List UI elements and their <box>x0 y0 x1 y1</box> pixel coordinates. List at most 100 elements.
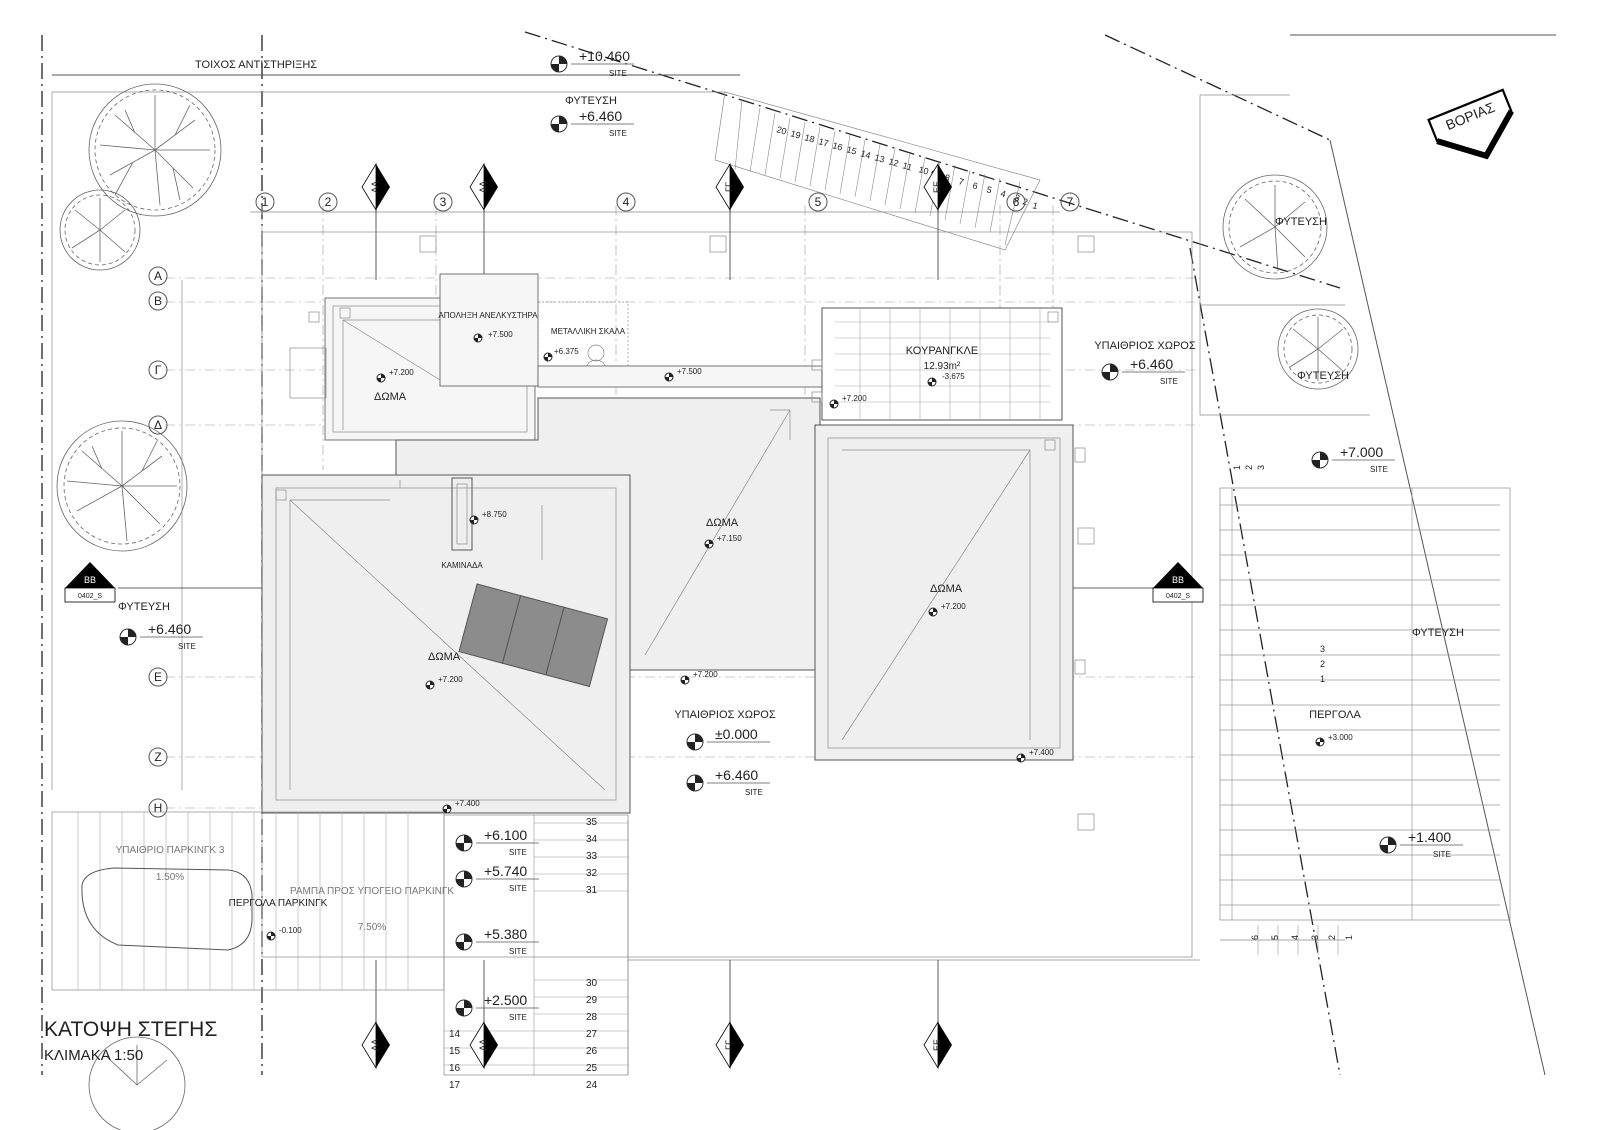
grid-label: 7 <box>1067 195 1074 209</box>
spot-levels: +7.500 +6.375 +7.200 +7.500 +7.200 -3.67… <box>266 330 1353 941</box>
boundary-diagonal-line <box>1189 247 1341 1076</box>
stair-number: 15 <box>449 1046 461 1057</box>
roof-label: ΔΩΜΑ <box>428 651 461 663</box>
ramp-slope-label: 7.50% <box>358 922 386 933</box>
stair-number: 12 <box>887 156 899 168</box>
stair-number: 16 <box>831 140 843 152</box>
level-marker: +6.460 SITE <box>686 767 770 797</box>
svg-text:SITE: SITE <box>1433 850 1451 859</box>
stair-number: 8 <box>943 172 951 183</box>
svg-text:+8.750: +8.750 <box>482 510 507 519</box>
area-labels: ΤΟΙΧΟΣ ΑΝΤΙΣΤΗΡΙΞΗΣ ΦΥΤΕΥΣΗ ΦΥΤΕΥΣΗ ΦΥΤΕ… <box>116 59 1464 933</box>
section-marker-bb-left: BB 0402_S <box>64 562 116 603</box>
grid-label: Α <box>154 269 162 283</box>
outdoor-label: ΥΠΑΙΘΡΙΟΣ ΧΩΡΟΣ <box>1094 340 1195 352</box>
car-outline <box>81 867 253 951</box>
north-arrow: ΒΟΡΙΑΣ <box>1427 88 1514 160</box>
stair-number: 2 <box>1244 465 1254 470</box>
svg-text:+6.460: +6.460 <box>715 767 758 783</box>
outdoor-label: ΥΠΑΙΘΡΙΟΣ ΧΩΡΟΣ <box>674 709 775 721</box>
svg-text:SITE: SITE <box>509 947 527 956</box>
stair-number: 27 <box>586 1029 598 1040</box>
level-marker: +6.460 SITE <box>550 108 634 138</box>
section-marker-gg-top: ΓΓ <box>715 162 744 212</box>
drawing-title: ΚΑΤΟΨΗ ΣΤΕΓΗΣ <box>44 1018 217 1041</box>
section-ref: 0402_S <box>78 593 102 600</box>
section-marker-bb-right: BB 0402_S <box>1152 562 1204 603</box>
stair-number: 17 <box>449 1080 461 1091</box>
svg-text:SITE: SITE <box>609 129 627 138</box>
lift-overrun <box>439 273 629 387</box>
svg-text:SITE: SITE <box>1370 465 1388 474</box>
svg-text:-0.100: -0.100 <box>279 926 302 935</box>
solar-panel <box>545 606 609 688</box>
parking-slope-label: 1.50% <box>156 872 184 883</box>
grid-bubble-7: 7 <box>1060 192 1080 212</box>
drawing-scale: ΚΛΙΜΑΚΑ 1:50 <box>44 1047 143 1064</box>
grid-label: Β <box>154 294 162 308</box>
stair-number: 4 <box>1290 935 1300 940</box>
grid-bubble-6: 6 <box>1006 192 1026 212</box>
spot-level: +7.500 <box>664 367 702 382</box>
svg-text:+7.500: +7.500 <box>677 367 702 376</box>
section-label: BB <box>84 575 96 585</box>
svg-text:+6.100: +6.100 <box>484 827 527 843</box>
svg-text:+1.400: +1.400 <box>1408 829 1451 845</box>
stair-number: 3 <box>1320 644 1325 654</box>
stair-number: 33 <box>586 851 598 862</box>
spot-level: -0.100 <box>266 926 302 941</box>
stair-number: 30 <box>586 978 598 989</box>
stair-number: 3 <box>1256 465 1266 470</box>
spot-level: +7.400 <box>1016 748 1054 763</box>
tree-icon <box>1222 174 1328 280</box>
section-ref: 0402_S <box>1166 593 1190 600</box>
stair-number: 1 <box>1232 465 1242 470</box>
tree-icon <box>59 189 141 271</box>
stair-number: 15 <box>845 144 857 156</box>
section-label: EE <box>932 1039 942 1051</box>
stair-number: 4 <box>999 188 1007 199</box>
boundary-top-line <box>524 31 1341 289</box>
stair-number: 2 <box>1320 659 1325 669</box>
svg-text:SITE: SITE <box>509 848 527 857</box>
section-marker-aa-top: AA <box>361 162 390 212</box>
stair-number: 5 <box>985 184 993 195</box>
stair-number: 35 <box>586 817 598 828</box>
planting-label: ΦΥΤΕΥΣΗ <box>1275 216 1327 228</box>
section-label: ΔΔ <box>478 181 488 193</box>
svg-text:+5.740: +5.740 <box>484 863 527 879</box>
stair-number: 5 <box>1270 935 1280 940</box>
parking-pergola <box>51 811 445 991</box>
svg-text:+5.380: +5.380 <box>484 926 527 942</box>
ramp-stair-numbers: 35 34 33 32 31 30 29 28 27 26 25 24 14 1… <box>449 817 598 1091</box>
section-label: ΓΓ <box>724 182 734 192</box>
grid-label: 4 <box>623 195 630 209</box>
grid-bubble-H: Η <box>148 798 168 818</box>
stair-number: 11 <box>901 160 913 172</box>
section-marker-ee-bottom: EE <box>923 1020 952 1070</box>
stair-number: 3 <box>1013 192 1021 203</box>
svg-text:SITE: SITE <box>609 69 627 78</box>
tree-icon <box>1277 308 1359 390</box>
boundary-right-line <box>1329 139 1546 1076</box>
planting-label: ΦΥΤΕΥΣΗ <box>565 95 617 107</box>
spot-level: +8.750 <box>469 510 507 525</box>
stair-number: 1 <box>1031 200 1039 211</box>
spot-level: +3.000 <box>1315 733 1353 747</box>
pergola-parking-label: ΠΕΡΓΟΛΑ ΠΑΡΚΙΝΓΚ <box>229 898 328 909</box>
tree-icon <box>56 420 188 552</box>
kourangle-label: ΚΟΥΡΑΝΓΚΛΕ <box>906 345 978 357</box>
level-marker: +6.460 SITE <box>119 621 203 651</box>
stair-number: 16 <box>449 1063 461 1074</box>
ramp-stairs: 35 34 33 32 31 30 29 28 27 26 25 24 14 1… <box>443 814 629 1091</box>
svg-text:SITE: SITE <box>745 788 763 797</box>
pergola-label: ΠΕΡΓΟΛΑ <box>1309 709 1361 721</box>
stair-number: 28 <box>586 1012 598 1023</box>
grid-bubble-3: 3 <box>433 192 453 212</box>
svg-text:+7.200: +7.200 <box>941 602 966 611</box>
planting-label: ΦΥΤΕΥΣΗ <box>1297 370 1349 382</box>
section-label: AA <box>370 181 380 193</box>
planting-label: ΦΥΤΕΥΣΗ <box>1412 627 1464 639</box>
grid-bubble-Z: Ζ <box>148 747 168 767</box>
level-marker: +6.460 SITE <box>1101 356 1185 386</box>
